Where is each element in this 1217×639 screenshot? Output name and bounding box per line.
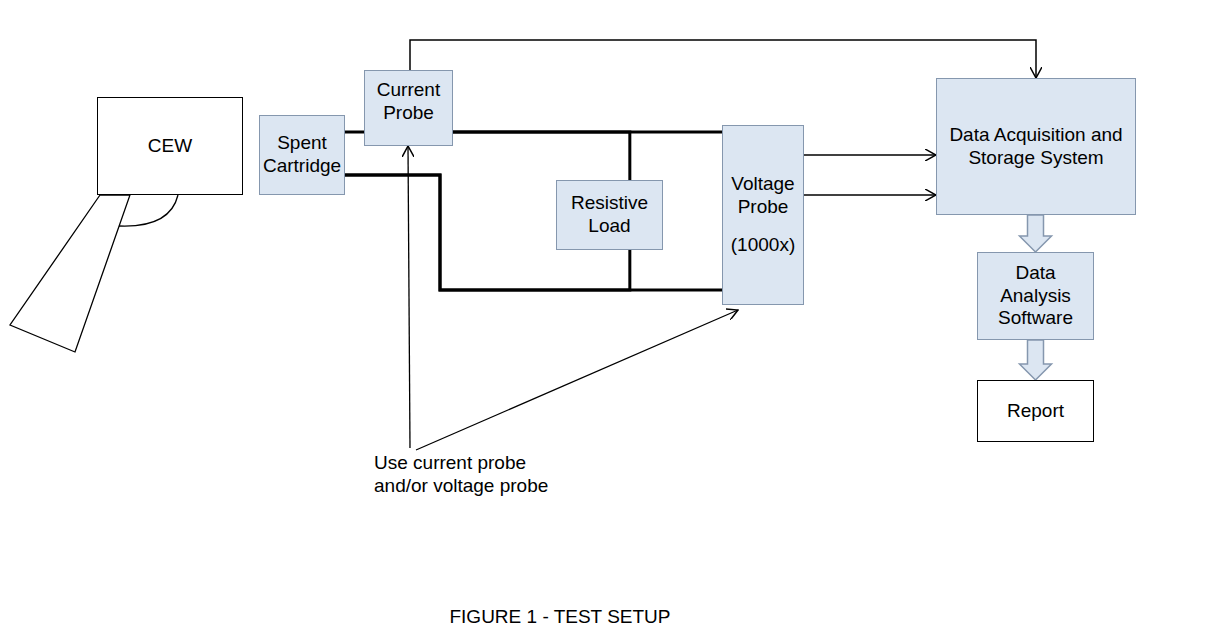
node-text: Spent Cartridge [263,132,341,178]
node-text: Report [1007,400,1064,423]
load-box: Resistive Load [556,180,663,250]
node-text: CEW [148,135,192,158]
node-text: Voltage Probe [727,173,799,219]
cew-handle [10,195,130,352]
figure-caption: FIGURE 1 - TEST SETUP [360,606,760,629]
signal-arrow [804,194,936,196]
leader-arrow [408,146,410,448]
acquisition-box: Data Acquisition and Storage System [936,78,1136,215]
node-text: Data Analysis Software [982,262,1089,330]
cartridge-box: Spent Cartridge [259,115,345,195]
node-text: Current Probe [369,79,448,125]
software-box: Data Analysis Software [977,252,1094,340]
block-arrow [1020,340,1052,380]
probe-box: Current Probe [364,70,453,146]
node-text: (1000x) [731,234,795,257]
leader-arrow [416,310,738,450]
note-label: Use current probe and/or voltage probe [374,452,570,498]
report-box: Report [977,380,1094,442]
node-text: Data Acquisition and Storage System [941,124,1131,170]
block-arrow [1020,215,1052,252]
signal-arrow [804,154,936,156]
device-body: CEW [97,97,243,195]
wire [453,132,630,180]
node-text: Resistive Load [561,192,658,238]
wire [345,175,722,290]
wire [345,131,364,134]
probe-box: Voltage Probe (1000x) [722,125,804,305]
signal-arrow [410,40,1036,78]
trigger-guard [119,195,178,226]
